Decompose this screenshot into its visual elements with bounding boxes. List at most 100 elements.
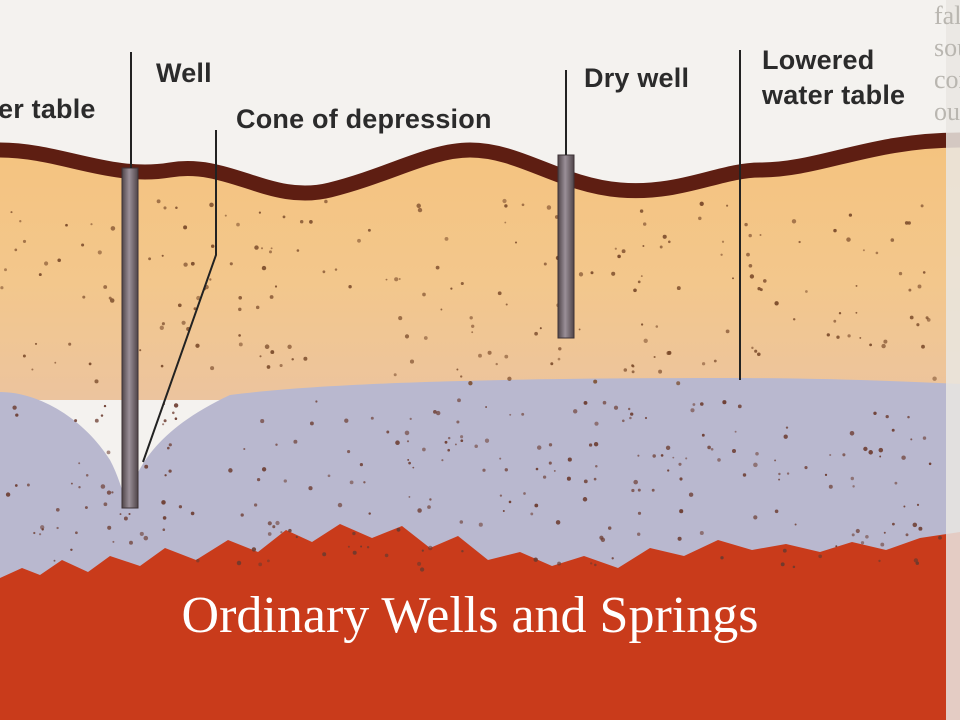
sediment-speck <box>270 247 273 250</box>
background-page-text: falls too low. After water is used, it g… <box>930 0 960 240</box>
sediment-speck <box>174 417 178 420</box>
sediment-speck <box>487 350 492 355</box>
sediment-speck <box>922 436 927 440</box>
sediment-speck <box>578 272 584 277</box>
sediment-speck <box>631 364 635 368</box>
sediment-speck <box>10 211 13 214</box>
sediment-speck <box>408 495 411 498</box>
sediment-speck <box>731 448 737 454</box>
sediment-speck <box>190 261 195 266</box>
sediment-speck <box>456 368 459 371</box>
sediment-speck <box>269 295 274 299</box>
sediment-speck <box>337 502 343 508</box>
sediment-speck <box>485 406 488 408</box>
sediment-speck <box>26 483 30 487</box>
sediment-speck <box>521 412 525 416</box>
sediment-speck <box>637 454 640 457</box>
sediment-speck <box>631 488 635 493</box>
sediment-speck <box>173 403 179 408</box>
sediment-speck <box>103 285 108 289</box>
sediment-speck <box>260 247 264 250</box>
sediment-speck <box>628 407 631 411</box>
sediment-speck <box>904 221 909 225</box>
sediment-speck <box>406 440 410 443</box>
sediment-speck <box>447 448 451 452</box>
sediment-speck <box>842 453 846 457</box>
sediment-speck <box>395 440 400 445</box>
sediment-speck <box>75 531 78 535</box>
sediment-speck <box>668 240 671 244</box>
sediment-speck <box>804 466 808 470</box>
sediment-speck <box>583 400 588 405</box>
sediment-speck <box>106 450 111 455</box>
sediment-speck <box>236 560 242 566</box>
sediment-speck <box>417 207 423 213</box>
sediment-speck <box>920 204 924 208</box>
sediment-speck <box>658 369 663 374</box>
sediment-speck <box>209 202 214 208</box>
sediment-speck <box>103 502 108 507</box>
sediment-speck <box>309 421 314 426</box>
sediment-speck <box>275 520 280 526</box>
sediment-speck <box>557 561 562 566</box>
sediment-speck <box>119 513 122 516</box>
scan-edge <box>946 0 960 720</box>
sediment-speck <box>617 254 621 259</box>
sediment-speck <box>460 435 464 439</box>
sediment-speck <box>499 494 503 497</box>
sediment-speck <box>890 238 895 242</box>
sediment-speck <box>123 516 128 521</box>
sediment-speck <box>272 525 276 529</box>
background-text-line: source. Because groundwater replenishes … <box>934 33 960 62</box>
sediment-speck <box>471 331 474 334</box>
sediment-speck <box>566 476 571 481</box>
sediment-speck <box>880 542 885 547</box>
sediment-speck <box>707 445 711 450</box>
sediment-speck <box>573 409 578 414</box>
sediment-speck <box>196 559 200 563</box>
sediment-speck <box>412 466 415 469</box>
sediment-speck <box>419 567 425 572</box>
sediment-speck <box>70 548 73 552</box>
sediment-speck <box>224 214 227 217</box>
sediment-speck <box>778 472 781 476</box>
sediment-speck <box>746 252 750 257</box>
sediment-speck <box>156 199 161 204</box>
sediment-speck <box>88 362 92 366</box>
sediment-speck <box>274 285 278 288</box>
sediment-speck <box>932 376 937 381</box>
sediment-speck <box>685 457 688 460</box>
sediment-speck <box>558 347 562 351</box>
sediment-speck <box>228 468 233 473</box>
sediment-speck <box>699 531 704 535</box>
sediment-speck <box>593 442 599 447</box>
sediment-speck <box>454 443 457 446</box>
sediment-speck <box>798 240 801 244</box>
sediment-speck <box>679 477 683 481</box>
background-text-line: falls too low. After water is used, it g… <box>934 1 960 30</box>
sediment-speck <box>295 535 298 539</box>
sediment-speck <box>270 350 275 355</box>
sediment-speck <box>299 219 304 224</box>
sediment-speck <box>327 474 331 478</box>
sediment-speck <box>22 239 27 243</box>
sediment-speck <box>662 234 667 239</box>
sediment-speck <box>195 343 200 348</box>
sediment-speck <box>253 503 258 507</box>
sediment-speck <box>651 488 655 492</box>
sediment-speck <box>269 250 272 254</box>
sediment-speck <box>838 311 842 315</box>
sediment-speck <box>53 559 56 562</box>
sediment-speck <box>348 285 352 289</box>
sediment-speck <box>507 376 512 381</box>
sediment-speck <box>713 359 717 363</box>
sediment-speck <box>623 368 628 372</box>
sediment-speck <box>482 468 486 472</box>
sediment-speck <box>417 561 422 566</box>
sediment-speck <box>474 444 478 449</box>
sediment-speck <box>536 445 542 450</box>
sediment-speck <box>309 220 313 224</box>
sediment-speck <box>550 362 554 366</box>
sediment-speck <box>847 334 851 338</box>
